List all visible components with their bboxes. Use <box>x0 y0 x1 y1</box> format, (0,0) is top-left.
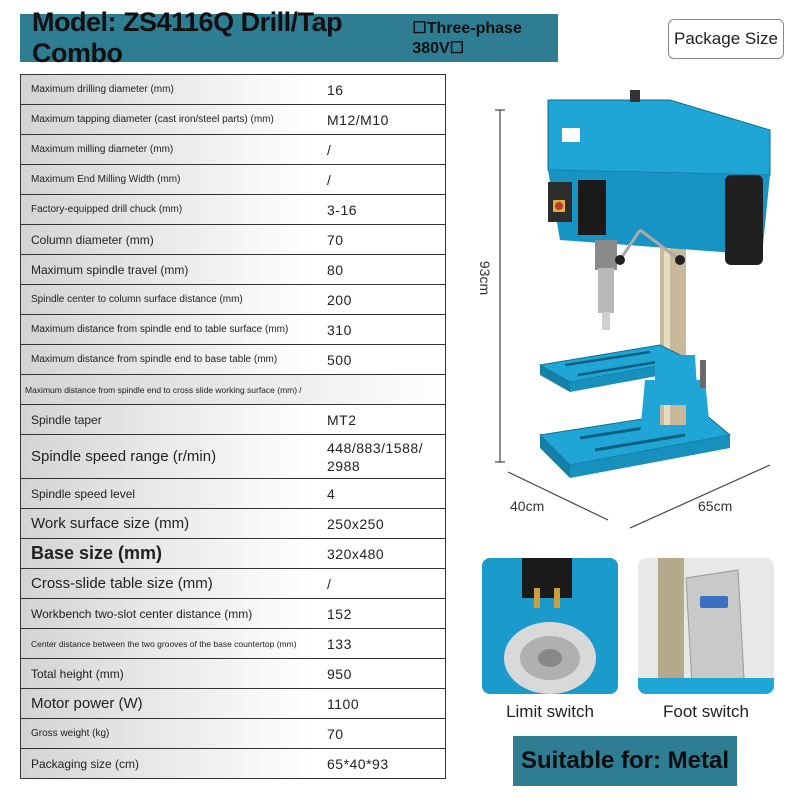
foot-switch-caption: Foot switch <box>663 702 749 721</box>
spec-row: Packaging size (cm) 65*40*93 <box>20 749 446 779</box>
spec-row: Gross weight (kg) 70 <box>20 719 446 749</box>
spec-value: 3-16 <box>327 201 358 218</box>
spec-label: Cross-slide table size (mm) <box>21 569 311 598</box>
limit-switch-svg <box>482 558 618 694</box>
spec-label: Maximum spindle travel (mm) <box>21 255 311 284</box>
spec-label-text: Maximum distance from spindle end to cro… <box>25 384 298 395</box>
spec-label: Maximum tapping diameter (cast iron/stee… <box>21 105 311 134</box>
spec-row: Maximum drilling diameter (mm) 16 <box>20 75 446 105</box>
spec-row: Spindle center to column surface distanc… <box>20 285 446 315</box>
spec-row: Spindle speed level 4 <box>20 479 446 509</box>
suitable-for-banner: Suitable for: Metal <box>513 736 737 786</box>
spec-label: Column diameter (mm) <box>21 225 311 254</box>
spec-label: Total height (mm) <box>21 659 311 688</box>
limit-switch-photo <box>482 558 618 694</box>
spec-row: Center distance between the two grooves … <box>20 629 446 659</box>
spec-value: 200 <box>327 291 352 308</box>
spec-label: Gross weight (kg) <box>21 719 311 748</box>
package-size-button[interactable]: Package Size <box>668 19 784 59</box>
spec-row: Maximum milling diameter (mm) / <box>20 135 446 165</box>
drill-press-illustration: 93cm 40cm 65cm <box>470 90 790 540</box>
foot-switch-photo <box>638 558 774 694</box>
spec-label: Maximum distance from spindle end to tab… <box>21 315 311 344</box>
spec-label: Workbench two-slot center distance (mm) <box>21 599 311 628</box>
spec-row: Maximum distance from spindle end to bas… <box>20 345 446 375</box>
spec-row: Motor power (W) 1100 <box>20 689 446 719</box>
spec-row: Spindle taper MT2 <box>20 405 446 435</box>
spec-value: 70 <box>327 725 344 742</box>
spec-table: Maximum drilling diameter (mm) 16 Maximu… <box>20 74 446 779</box>
spec-value: 448/883/1588/ 2988 <box>311 439 445 475</box>
limit-switch-caption: Limit switch <box>506 702 594 721</box>
height-dimension-label: 93cm <box>477 260 494 296</box>
spec-value: MT2 <box>327 411 357 428</box>
spec-value: 310 <box>327 321 352 338</box>
spec-value: 250x250 <box>327 515 385 532</box>
spec-value: M12/M10 <box>327 111 389 128</box>
model-title-bar: Model: ZS4116Q Drill/Tap Combo ☐Three-ph… <box>20 7 558 68</box>
spec-label: Spindle speed range (r/min) <box>21 435 311 478</box>
spec-label: Center distance between the two grooves … <box>21 629 311 658</box>
spec-value: / <box>327 575 332 592</box>
foot-switch-svg <box>638 558 774 694</box>
width-dimension-label: 65cm <box>698 498 733 514</box>
spec-row: Base size (mm) 320x480 <box>20 539 446 569</box>
spec-label: Maximum End Milling Width (mm) <box>21 165 311 194</box>
spec-label: Maximum milling diameter (mm) <box>21 135 311 164</box>
spec-value: 320x480 <box>327 545 385 562</box>
speed-range-line-2: 2988 <box>327 457 361 474</box>
spec-row: Workbench two-slot center distance (mm) … <box>20 599 446 629</box>
spec-label: Base size (mm) <box>21 539 311 568</box>
spec-label: Maximum distance from spindle end to bas… <box>21 345 311 374</box>
depth-dimension-label: 40cm <box>510 498 545 514</box>
spec-value: 133 <box>327 635 352 652</box>
model-title: Model: ZS4116Q Drill/Tap Combo <box>32 7 343 68</box>
spec-row: Factory-equipped drill chuck (mm) 3-16 <box>20 195 446 225</box>
spec-value: 80 <box>327 261 344 278</box>
spec-row: Maximum distance from spindle end to cro… <box>20 375 446 405</box>
spec-row: Maximum distance from spindle end to tab… <box>20 315 446 345</box>
spec-label: Spindle taper <box>21 405 311 434</box>
spec-row: Column diameter (mm) 70 <box>20 225 446 255</box>
spec-row: Maximum tapping diameter (cast iron/stee… <box>20 105 446 135</box>
spec-label: Spindle speed level <box>21 479 311 508</box>
spec-value: / <box>299 384 302 395</box>
spec-value: 152 <box>327 605 352 622</box>
spec-label: Work surface size (mm) <box>21 509 311 538</box>
spec-value: / <box>327 141 332 158</box>
spec-label: Motor power (W) <box>21 689 311 718</box>
spec-row: Work surface size (mm) 250x250 <box>20 509 446 539</box>
phase-label: ☐Three-phase 380V☐ <box>412 20 522 57</box>
spec-label: Factory-equipped drill chuck (mm) <box>21 195 311 224</box>
spec-value: 950 <box>327 665 352 682</box>
spec-label: Packaging size (cm) <box>21 749 311 778</box>
spec-value: 70 <box>327 231 344 248</box>
spec-value: / <box>327 171 332 188</box>
spec-row: Cross-slide table size (mm) / <box>20 569 446 599</box>
spec-row: Spindle speed range (r/min) 448/883/1588… <box>20 435 446 479</box>
spec-value: 16 <box>327 81 344 98</box>
spec-label: Spindle center to column surface distanc… <box>21 285 311 314</box>
spec-value: 1100 <box>327 695 360 712</box>
spec-value: 4 <box>327 485 336 502</box>
speed-range-line-1: 448/883/1588/ <box>327 439 424 456</box>
spec-value: 65*40*93 <box>327 755 389 772</box>
spec-label: Maximum distance from spindle end to cro… <box>21 375 445 404</box>
spec-value: 500 <box>327 351 352 368</box>
spec-label: Maximum drilling diameter (mm) <box>21 75 311 104</box>
spec-row: Maximum spindle travel (mm) 80 <box>20 255 446 285</box>
spec-row: Total height (mm) 950 <box>20 659 446 689</box>
drill-press-svg <box>495 90 771 529</box>
spec-row: Maximum End Milling Width (mm) / <box>20 165 446 195</box>
